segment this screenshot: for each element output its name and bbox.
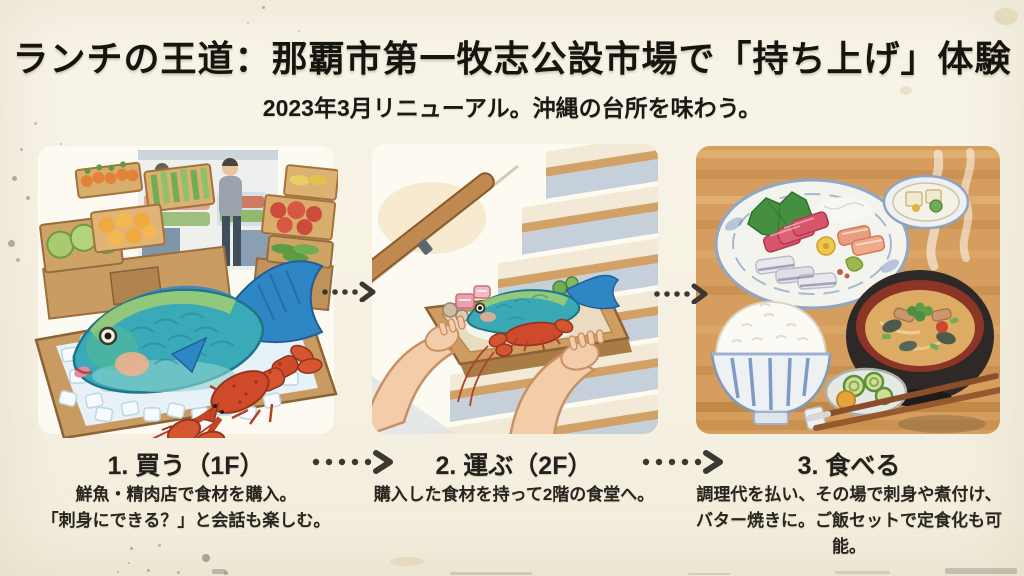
produce-crates-left [39, 161, 232, 320]
chopsticks [803, 373, 1000, 431]
tuna-slices [762, 211, 830, 253]
chevron-right-icon [703, 450, 723, 474]
ink-speck [8, 240, 15, 247]
caption-line: 調理代を払い、その場で刺身や煮付け、 [696, 485, 1002, 504]
rice-bowl [710, 300, 832, 425]
ink-speck [26, 196, 30, 200]
paper-stain [994, 8, 1018, 25]
left-arm [372, 336, 457, 434]
step-label-2: 2. 運ぶ（2F） [435, 452, 593, 480]
ink-speck [117, 571, 119, 573]
side-dish [882, 174, 970, 230]
tray-fish-tail [564, 274, 621, 310]
ink-speck [247, 22, 249, 24]
sashimi-plate [714, 178, 910, 310]
page-title: ランチの王道：那覇市第一牧志公設市場で「持ち上げ」体験 [12, 39, 1012, 79]
step-label-3: 3. 食べる [797, 452, 901, 480]
paper-stain [900, 86, 912, 95]
step-caption-3: 調理代を払い、その場で刺身や煮付け、 バター焼きに。ご飯セットで定食化も可能。 [680, 482, 1018, 560]
ink-speck [128, 562, 130, 564]
hands [372, 315, 605, 434]
chevron-right-icon [691, 283, 708, 304]
salmon-slices [837, 225, 886, 256]
illustration-step2-stairs [372, 144, 658, 434]
ink-speck [298, 30, 300, 32]
illustration-step3-meal [696, 146, 1000, 434]
ink-speck [177, 571, 180, 574]
step-label-1: 1. 買う（1F） [107, 452, 265, 480]
ink-speck [34, 122, 37, 125]
ink-speck [202, 554, 210, 562]
table-surface [696, 146, 1000, 434]
edge-smudge [212, 569, 226, 574]
flow-arrow-illustration-1-2 [322, 281, 376, 302]
ink-speck [12, 176, 17, 181]
soup-bowl [846, 270, 994, 407]
ink-speck [147, 569, 150, 572]
chevron-right-icon [373, 450, 393, 474]
edge-smudge [835, 571, 890, 574]
ink-speck [262, 6, 265, 9]
page-subtitle: 2023年3月リニューアル。沖縄の台所を味わう。 [262, 95, 762, 121]
caption-line: 「刺身にできる？」と会話も楽しむ。 [41, 511, 331, 530]
paper-stain [390, 557, 424, 566]
whitefish-slices [755, 255, 837, 290]
ink-speck [130, 547, 133, 550]
customer-figure [219, 158, 242, 266]
caption-line: 鮮魚・精肉店で食材を購入。 [75, 485, 297, 504]
edge-smudge [945, 568, 1017, 574]
ink-speck [20, 148, 23, 151]
ink-speck [158, 544, 161, 547]
handrail [372, 164, 519, 292]
edge-smudge [450, 572, 532, 575]
ink-speck [224, 571, 228, 575]
step-caption-1: 鮮魚・精肉店で食材を購入。 「刺身にできる？」と会話も楽しむ。 [18, 482, 354, 534]
wasabi [845, 256, 864, 272]
caption-line: バター焼きに。ご飯セットで定食化も可能。 [696, 511, 1002, 556]
ink-speck [60, 143, 62, 145]
illustration-step1-market [34, 146, 338, 438]
step-caption-2: 購入した食材を持って2階の食堂へ。 [358, 482, 670, 508]
chevron-right-icon [359, 281, 376, 302]
flow-arrow-illustration-2-3 [654, 283, 708, 304]
lobster-illustration [152, 344, 323, 438]
edge-smudge [688, 573, 730, 575]
ink-speck [16, 258, 20, 262]
tray-lobster [457, 318, 574, 407]
caption-line: 購入した食材を持って2階の食堂へ。 [373, 485, 655, 504]
parrotfish-illustration [72, 260, 324, 394]
flow-arrow-label-2-3 [642, 450, 723, 474]
flow-arrow-label-1-2 [312, 450, 393, 474]
